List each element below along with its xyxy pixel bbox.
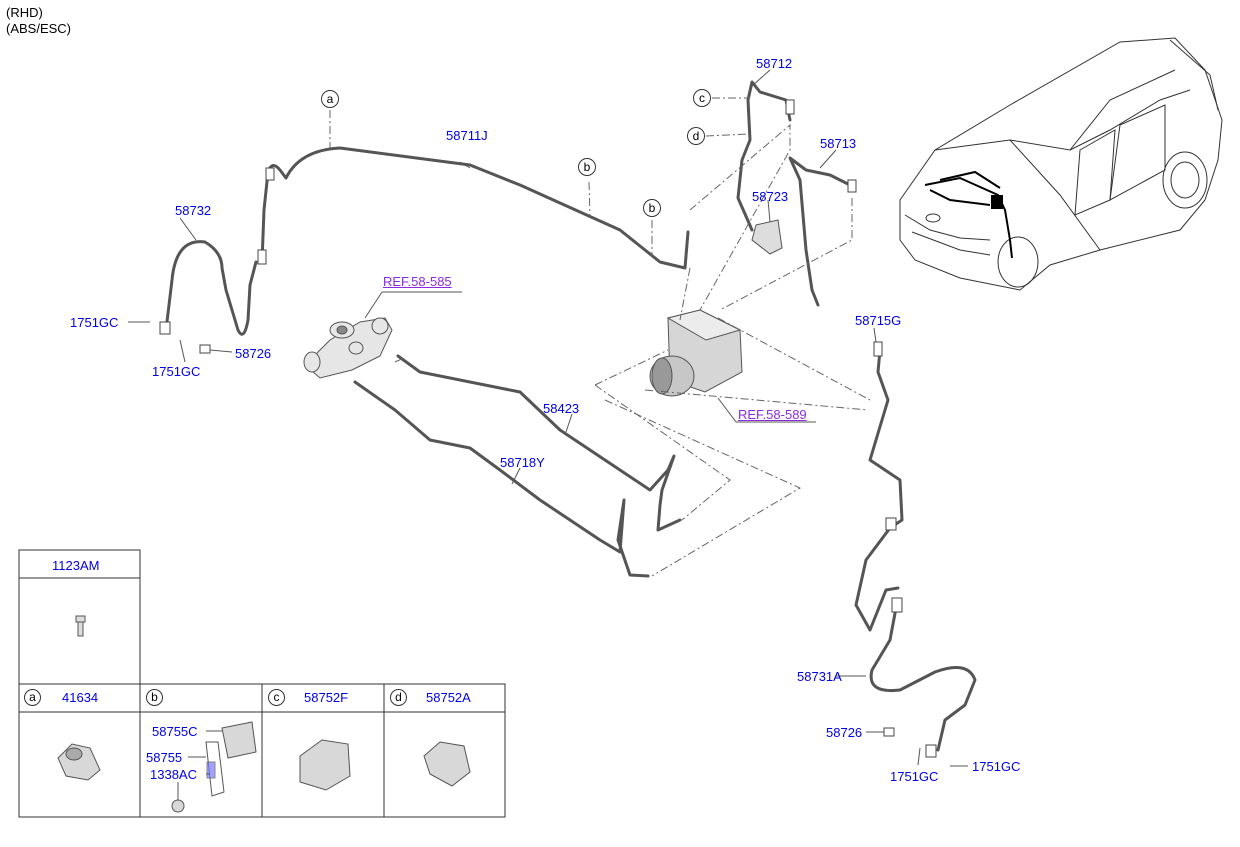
leader-lines	[128, 69, 968, 767]
hose-58731A	[869, 606, 977, 752]
callout-b-1: b	[578, 158, 596, 176]
fitting-5	[847, 179, 857, 193]
fitting-3	[159, 321, 171, 335]
header-rhd: (RHD)	[6, 5, 43, 20]
tube-58718Y	[353, 380, 650, 578]
tube-58712	[736, 80, 792, 232]
callout-c: c	[693, 89, 711, 107]
bolt-1123AM	[75, 615, 86, 637]
vehicle-illustration	[899, 37, 1223, 291]
bolt-58726-b	[883, 727, 895, 737]
label-58726-right[interactable]: 58726	[826, 725, 863, 740]
table-leader-lines	[177, 730, 222, 800]
table-cell-c-part[interactable]: 58752F	[304, 690, 349, 705]
table-cell-d-letter: d	[390, 689, 407, 706]
label-58423[interactable]: 58423	[543, 401, 580, 416]
vehicle-brake-lines	[924, 170, 1013, 259]
callout-b-2: b	[643, 199, 661, 217]
table-b-label-58755[interactable]: 58755	[146, 750, 183, 765]
tube-58713	[788, 156, 854, 307]
clip-41634	[57, 743, 101, 781]
label-58711J[interactable]: 58711J	[446, 128, 488, 143]
brake-tubes	[164, 80, 977, 752]
label-58713[interactable]: 58713	[820, 136, 857, 151]
bracket-58723	[751, 219, 783, 255]
master-cylinder	[303, 317, 393, 379]
table-cell-a-letter: a	[24, 689, 41, 706]
table-cell-c-letter: c	[268, 689, 285, 706]
label-ref-58-585[interactable]: REF.58-585	[383, 274, 452, 289]
label-58718Y[interactable]: 58718Y	[500, 455, 545, 470]
dash-dot-lines	[329, 97, 871, 577]
label-1751GC-left-2[interactable]: 1751GC	[152, 364, 201, 379]
label-58723[interactable]: 58723	[752, 189, 789, 204]
table-cell-d-part[interactable]: 58752A	[426, 690, 471, 705]
table-b-label-1338AC[interactable]: 1338AC	[150, 767, 197, 782]
parts-table-grid	[18, 549, 506, 818]
callout-a: a	[321, 90, 339, 108]
table-b-label-58755C[interactable]: 58755C	[152, 724, 198, 739]
fitting-2	[265, 167, 275, 181]
table-cell-b-letter: b	[146, 689, 163, 706]
header-abs-esc: (ABS/ESC)	[6, 21, 72, 36]
fitting-6	[873, 341, 883, 357]
fittings	[159, 99, 937, 758]
abs-hecu-unit	[649, 309, 743, 397]
fitting-7	[885, 517, 897, 531]
label-ref-58-589[interactable]: REF.58-589	[738, 407, 807, 422]
table-top-cell-label[interactable]: 1123AM	[52, 558, 100, 573]
tube-58715G	[854, 348, 904, 632]
table-cell-a-part[interactable]: 41634	[62, 690, 99, 705]
fitting-1	[257, 249, 267, 265]
tube-58423	[396, 354, 682, 532]
fitting-8	[891, 597, 903, 613]
label-58726-left[interactable]: 58726	[235, 346, 272, 361]
label-58732[interactable]: 58732	[175, 203, 212, 218]
tube-58711J	[260, 146, 690, 270]
label-1751GC-right-1[interactable]: 1751GC	[890, 769, 939, 784]
fitting-9	[925, 744, 937, 758]
label-1751GC-left-1[interactable]: 1751GC	[70, 315, 119, 330]
callout-d: d	[687, 127, 705, 145]
hose-58732	[164, 240, 258, 336]
clip-58752A	[423, 741, 471, 787]
fitting-4	[785, 99, 795, 115]
label-58715G[interactable]: 58715G	[855, 313, 902, 328]
bolt-58726-a	[199, 344, 211, 354]
clip-58752F	[299, 739, 351, 791]
label-58712[interactable]: 58712	[756, 56, 793, 71]
label-1751GC-right-2[interactable]: 1751GC	[972, 759, 1021, 774]
clip-set-58755	[171, 721, 257, 813]
label-58731A[interactable]: 58731A	[797, 669, 842, 684]
